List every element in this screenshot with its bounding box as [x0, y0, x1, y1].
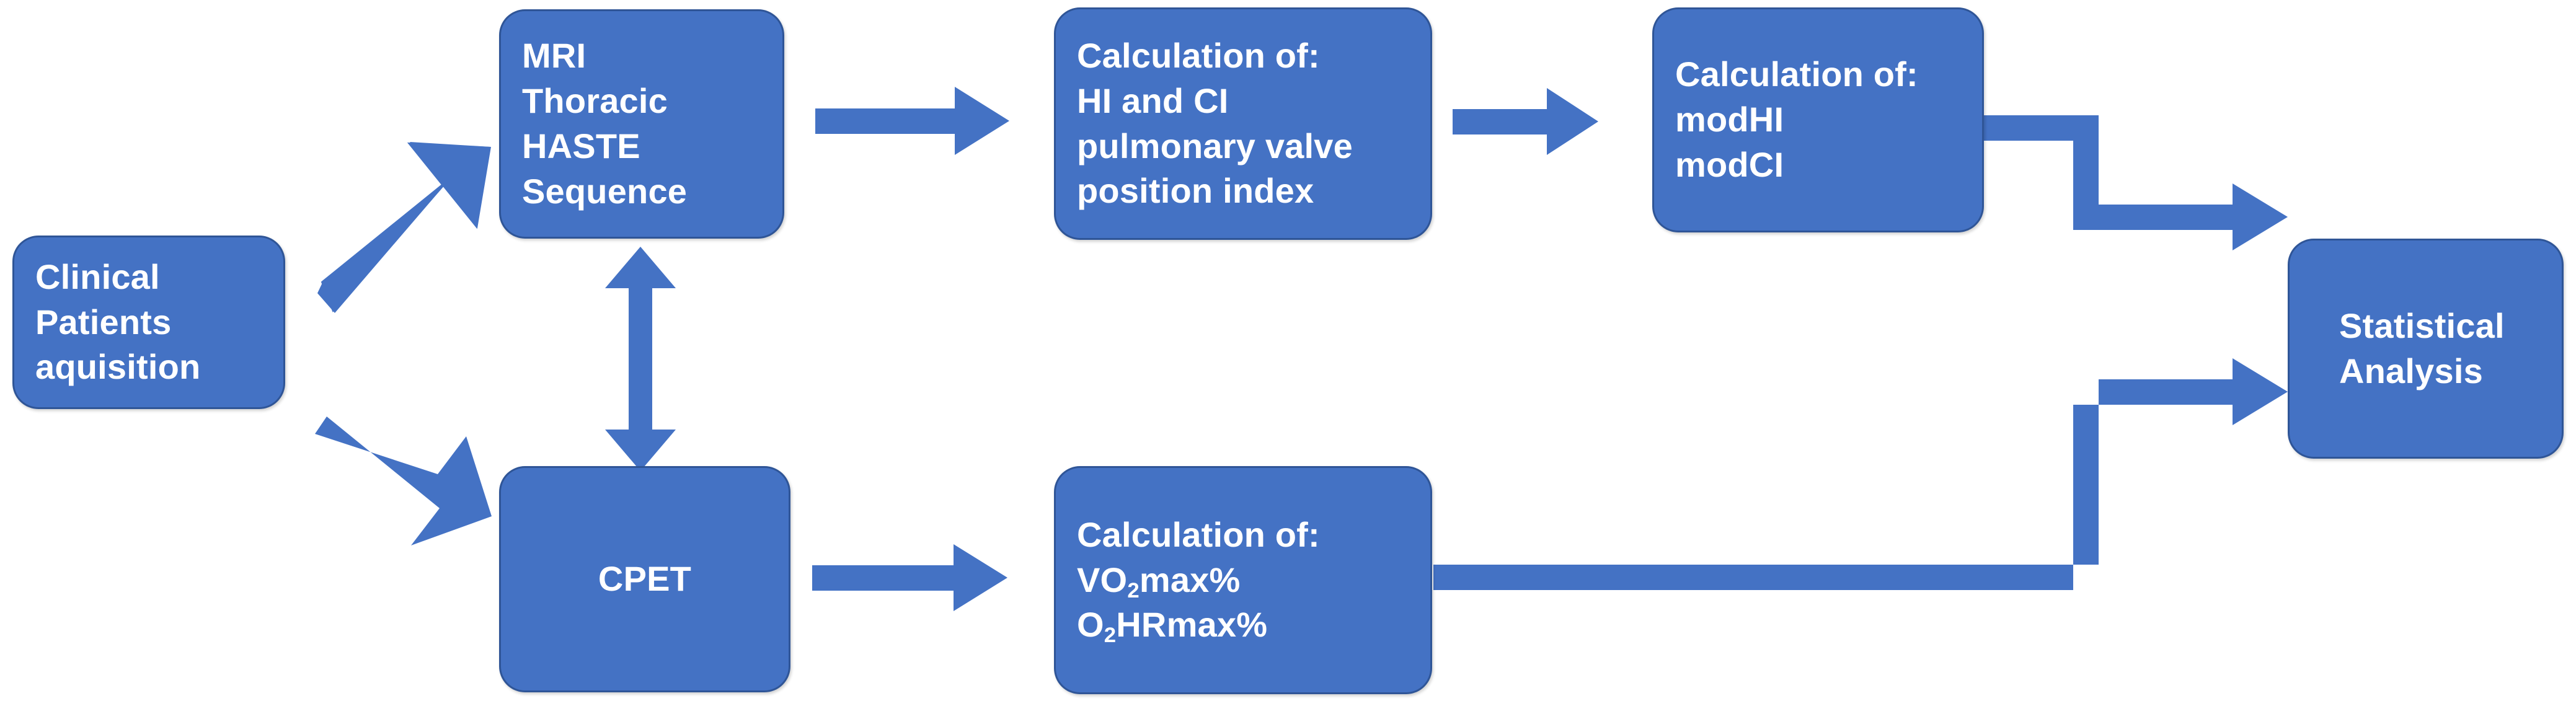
clinical-patients-acquisition-node[interactable]: Clinical Patients aquisition [12, 236, 285, 409]
calc-mod-line-2: modHI [1675, 100, 1784, 139]
calculation-hi-ci-node[interactable]: Calculation of: HI and CI pulmonary valv… [1054, 7, 1432, 240]
elbow-arrow-vo2max-to-statistical-analysis [1433, 358, 2288, 590]
arrow-calculation-hi-ci-to-modhi [1453, 88, 1598, 155]
clinical-patients-line-2: Patients [35, 302, 172, 342]
mri-line-3: HASTE [522, 126, 640, 165]
mri-line-1: MRI [522, 36, 586, 76]
mri-line-2: Thoracic [522, 81, 668, 121]
statistical-analysis-line-2: Analysis [2339, 351, 2483, 390]
calculation-mod-node[interactable]: Calculation of: modHI modCI [1652, 7, 1984, 232]
calc-vo2-line-2: VO2max% [1077, 560, 1241, 602]
calculation-vo2-node[interactable]: Calculation of: VO2max% O2HRmax% [1054, 466, 1432, 694]
calc-hi-ci-line-4: position index [1077, 171, 1314, 211]
mri-node[interactable]: MRI Thoracic HASTE Sequence [499, 9, 784, 239]
arrow-clinical-to-mri [317, 142, 491, 313]
statistical-analysis-line-1: Statistical [2339, 306, 2505, 345]
calc-vo2-line-1: Calculation of: [1077, 514, 1320, 554]
cpet-label: CPET [598, 559, 692, 599]
statistical-analysis-node[interactable]: Statistical Analysis [2288, 239, 2564, 459]
clinical-patients-line-3: aquisition [35, 347, 201, 387]
cpet-node[interactable]: CPET [499, 466, 790, 692]
arrow-clinical-to-cpet [315, 417, 492, 545]
calc-hi-ci-line-3: pulmonary valve [1077, 126, 1353, 165]
calc-mod-line-1: Calculation of: [1675, 55, 1918, 94]
mri-line-4: Sequence [522, 171, 688, 211]
calc-hi-ci-line-1: Calculation of: [1077, 35, 1320, 75]
elbow-arrow-modhi-to-statistical-analysis [1981, 115, 2288, 250]
calc-mod-line-3: modCI [1675, 144, 1784, 184]
arrow-cpet-to-calculation-vo2max [812, 544, 1007, 611]
calc-vo2-line-3: O2HRmax% [1077, 605, 1268, 648]
clinical-patients-line-1: Clinical [35, 257, 160, 296]
calc-hi-ci-line-2: HI and CI [1077, 81, 1229, 120]
double-arrow-mri-cpet [605, 247, 676, 471]
arrow-mri-to-calculation-hi-ci [815, 87, 1009, 155]
